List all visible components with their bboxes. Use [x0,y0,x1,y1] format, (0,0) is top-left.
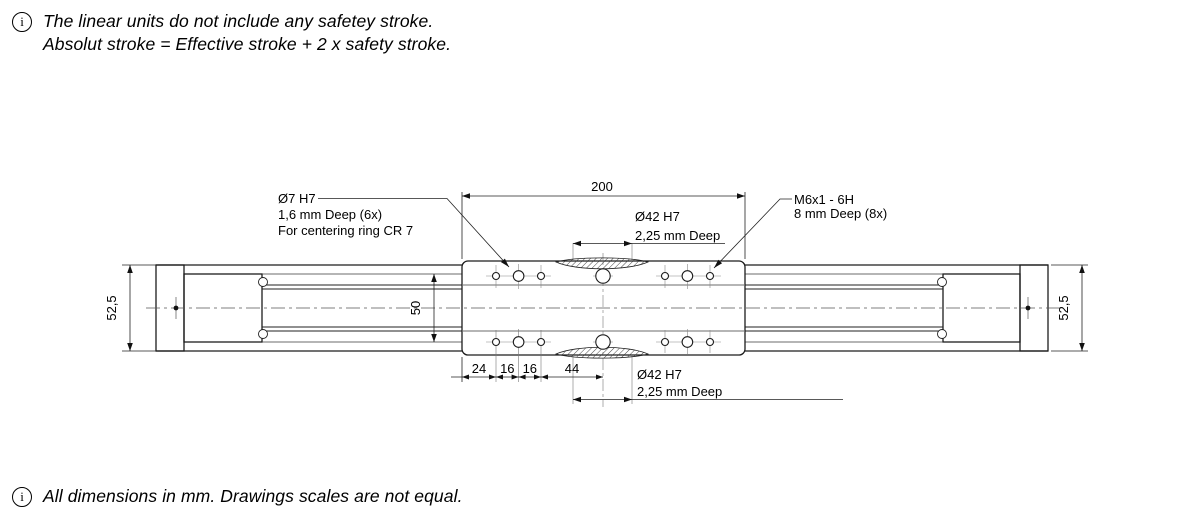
info-icon: i [12,12,32,32]
center-mark-left [173,297,179,319]
body-outer-lines [156,264,1048,352]
carriage-holes [491,270,715,348]
centering-line2: 1,6 mm Deep (6x) [278,207,382,222]
dim-50-label: 50 [408,301,423,315]
center-hole-top [595,268,611,284]
dim-16b-label: 16 [523,361,537,376]
recess-bottom-line1: Ø42 H7 [637,367,682,382]
note-dimensions-text: All dimensions in mm. Drawings scales ar… [43,485,463,508]
dimension-carriage-length: 200 [461,179,746,259]
body-inner-lines [262,273,943,343]
recess-top-line2: 2,25 mm Deep [635,228,720,243]
thread-line1: M6x1 - 6H [794,192,854,207]
centerlines [146,297,1060,319]
dimension-hole-pitch: 24 16 16 44 [451,357,603,382]
note-dimensions-line: All dimensions in mm. Drawings scales ar… [43,486,463,506]
dim-52-5-left-label: 52,5 [104,295,119,320]
note-safety-stroke-text: The linear units do not include any safe… [43,10,451,56]
info-icon: i [12,487,32,507]
dim-16a-label: 16 [500,361,514,376]
note-safety-line2: Absolut stroke = Effective stroke + 2 x … [43,34,452,54]
recess-bottom [554,334,650,359]
callout-centering-hole: Ø7 H7 1,6 mm Deep (6x) For centering rin… [278,191,510,268]
rod-end-caps [258,277,947,339]
callout-recess-top: Ø42 H7 2,25 mm Deep [573,209,725,247]
centering-line3: For centering ring CR 7 [278,223,413,238]
callout-recess-bottom: Ø42 H7 2,25 mm Deep [573,367,843,403]
leader-arrow-centering [501,258,509,267]
guide-rods [262,284,943,332]
dimension-right-end-height: 52,5 [1051,264,1088,352]
dimension-body-height: 50 [408,274,437,342]
leader-arrow-thread [714,259,723,268]
thread-line2: 8 mm Deep (8x) [794,206,887,221]
dim-200-label: 200 [591,179,613,194]
center-mark-right [1025,297,1031,319]
note-safety-stroke: i The linear units do not include any sa… [12,10,451,56]
recess-bottom-line2: 2,25 mm Deep [637,384,722,399]
carriage-inner-lines [463,284,744,332]
dim-24-label: 24 [472,361,486,376]
carriage [461,243,746,407]
unit-body [155,264,1049,352]
center-hole-bottom [595,334,611,350]
note-safety-line1: The linear units do not include any safe… [43,11,434,31]
dim-44-label: 44 [565,361,579,376]
recess-top-line1: Ø42 H7 [635,209,680,224]
centering-line1: Ø7 H7 [278,191,316,206]
dimension-left-end-height: 52,5 [104,264,158,352]
dim-52-5-right-label: 52,5 [1056,295,1071,320]
callout-thread-hole: M6x1 - 6H 8 mm Deep (8x) [713,192,887,269]
note-dimensions: i All dimensions in mm. Drawings scales … [12,485,463,508]
recess-top [554,257,650,284]
